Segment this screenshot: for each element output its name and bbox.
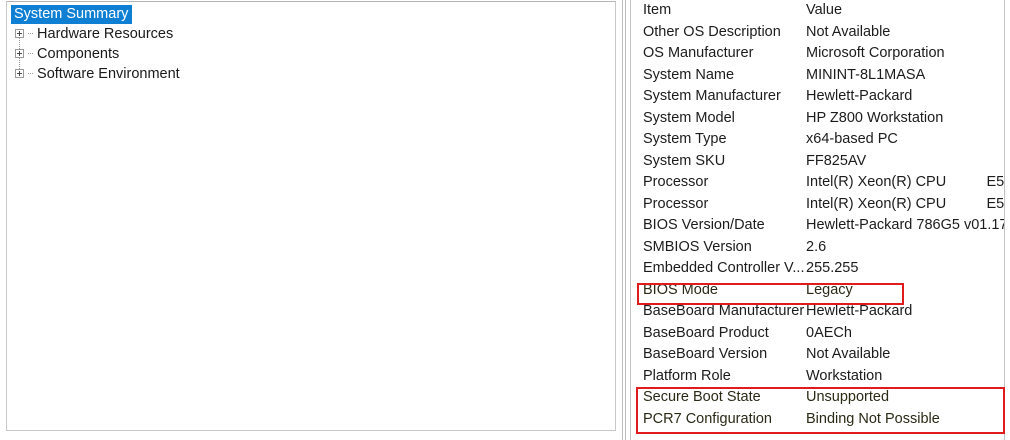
details-row[interactable]: System Model HP Z800 Workstation — [631, 108, 1004, 130]
details-row-value: Microsoft Corporation — [806, 45, 945, 61]
tree-connector-stub — [28, 73, 33, 74]
plus-box-icon[interactable] — [15, 68, 24, 78]
details-row-value: FF825AV — [806, 152, 867, 169]
details-row-value: Intel(R) Xeon(R) CPU E5506 — [806, 195, 1005, 212]
tree-connector-line — [19, 34, 20, 44]
details-row-value: HP Z800 Workstation — [806, 109, 944, 126]
splitter-line — [622, 0, 623, 440]
details-row-item: Secure Boot State — [643, 389, 761, 405]
navigation-tree-pane[interactable]: System Summary Hardware Resources Compon… — [6, 1, 616, 431]
details-row-value: Not Available — [806, 23, 891, 40]
details-row-value: Hewlett-Packard — [806, 303, 913, 319]
details-row-item: BIOS Mode — [643, 281, 718, 298]
details-row-item: System SKU — [643, 152, 726, 169]
details-row-item: Other OS Description — [643, 23, 781, 40]
details-row-value: 2.6 — [806, 238, 827, 255]
tree-item-components[interactable]: Components — [7, 44, 615, 64]
details-row-item: Processor — [643, 195, 709, 212]
details-row-item: System Model — [643, 109, 735, 126]
details-row-value: 0AECh — [806, 324, 852, 341]
column-header-value[interactable]: Value — [806, 2, 843, 18]
tree-item-hardware-resources[interactable]: Hardware Resources — [7, 24, 615, 44]
details-row[interactable]: Platform Role Workstation — [631, 366, 1004, 388]
details-row-item: System Manufacturer — [643, 88, 781, 104]
details-row-value: x64-based PC — [806, 131, 898, 147]
details-row-value: 255.255 — [806, 260, 859, 276]
details-row-value: Not Available — [806, 346, 891, 362]
details-row-item: Embedded Controller V... — [643, 260, 805, 276]
details-row-item: Platform Role — [643, 367, 731, 384]
details-row-item: System Name — [643, 66, 735, 83]
details-row-value: Workstation — [806, 367, 883, 384]
details-row-item: BaseBoard Version — [643, 346, 768, 362]
details-row[interactable]: Processor Intel(R) Xeon(R) CPU E5506 — [631, 172, 1004, 194]
details-row-value: Hewlett-Packard — [806, 88, 913, 104]
details-row[interactable]: Embedded Controller V...255.255 — [631, 258, 1004, 280]
details-row[interactable]: BaseBoard Product 0AECh — [631, 323, 1004, 345]
details-row[interactable]: System Name MININT-8L1MASA — [631, 65, 1004, 87]
details-row[interactable]: Other OS Description Not Available — [631, 22, 1004, 44]
tree-connector-stub — [28, 33, 33, 34]
details-row[interactable]: PCR7 Configuration Binding Not Possible — [631, 409, 1004, 431]
details-row[interactable]: Processor Intel(R) Xeon(R) CPU E5506 — [631, 194, 1004, 216]
details-row[interactable]: System SKU FF825AV — [631, 151, 1004, 173]
details-row[interactable]: BaseBoard Version Not Available — [631, 344, 1004, 366]
details-header-row[interactable]: Item Value — [631, 0, 1004, 22]
details-row[interactable]: BIOS Version/Date Hewlett-Packard 786G5 v… — [631, 215, 1004, 237]
details-row-item: BaseBoard Manufacturer — [643, 303, 805, 319]
details-row-value: Binding Not Possible — [806, 410, 940, 427]
details-row[interactable]: BIOS Mode Legacy — [631, 280, 1004, 302]
tree-item-label: System Summary — [11, 5, 133, 24]
plus-box-icon[interactable] — [15, 48, 24, 58]
details-row-value: Hewlett-Packard 786G5 v01.17, 8/ — [806, 217, 1004, 233]
details-row[interactable]: SMBIOS Version 2.6 — [631, 237, 1004, 259]
tree-item-label: Software Environment — [37, 66, 180, 82]
tree-connector-stub — [28, 53, 33, 54]
details-row-item: OS Manufacturer — [643, 45, 754, 61]
pane-splitter[interactable] — [621, 0, 627, 440]
splitter-line — [625, 0, 626, 440]
details-row-value: Intel(R) Xeon(R) CPU E5506 — [806, 174, 1005, 190]
tree-item-system-summary[interactable]: System Summary — [7, 4, 615, 24]
details-row[interactable]: System Manufacturer Hewlett-Packard — [631, 86, 1004, 108]
details-row-item: Processor — [643, 174, 709, 190]
details-row-item: BaseBoard Product — [643, 324, 769, 341]
plus-box-icon[interactable] — [15, 28, 24, 38]
tree-item-software-environment[interactable]: Software Environment — [7, 64, 615, 84]
details-row-item: BIOS Version/Date — [643, 217, 765, 233]
details-row-value: Unsupported — [806, 389, 890, 405]
details-row-item: SMBIOS Version — [643, 238, 752, 255]
tree-item-label: Components — [37, 46, 120, 62]
navigation-tree[interactable]: System Summary Hardware Resources Compon… — [7, 4, 615, 84]
details-row-value: Legacy — [806, 281, 853, 298]
details-row-item: System Type — [643, 131, 727, 147]
column-header-item[interactable]: Item — [643, 2, 672, 18]
details-row-value: MININT-8L1MASA — [806, 66, 926, 83]
details-row-item: PCR7 Configuration — [643, 410, 772, 427]
details-row[interactable]: OS Manufacturer Microsoft Corporation — [631, 43, 1004, 65]
tree-item-label: Hardware Resources — [37, 26, 174, 42]
details-row[interactable]: Secure Boot State Unsupported — [631, 387, 1004, 409]
details-row[interactable]: System Type x64-based PC — [631, 129, 1004, 151]
